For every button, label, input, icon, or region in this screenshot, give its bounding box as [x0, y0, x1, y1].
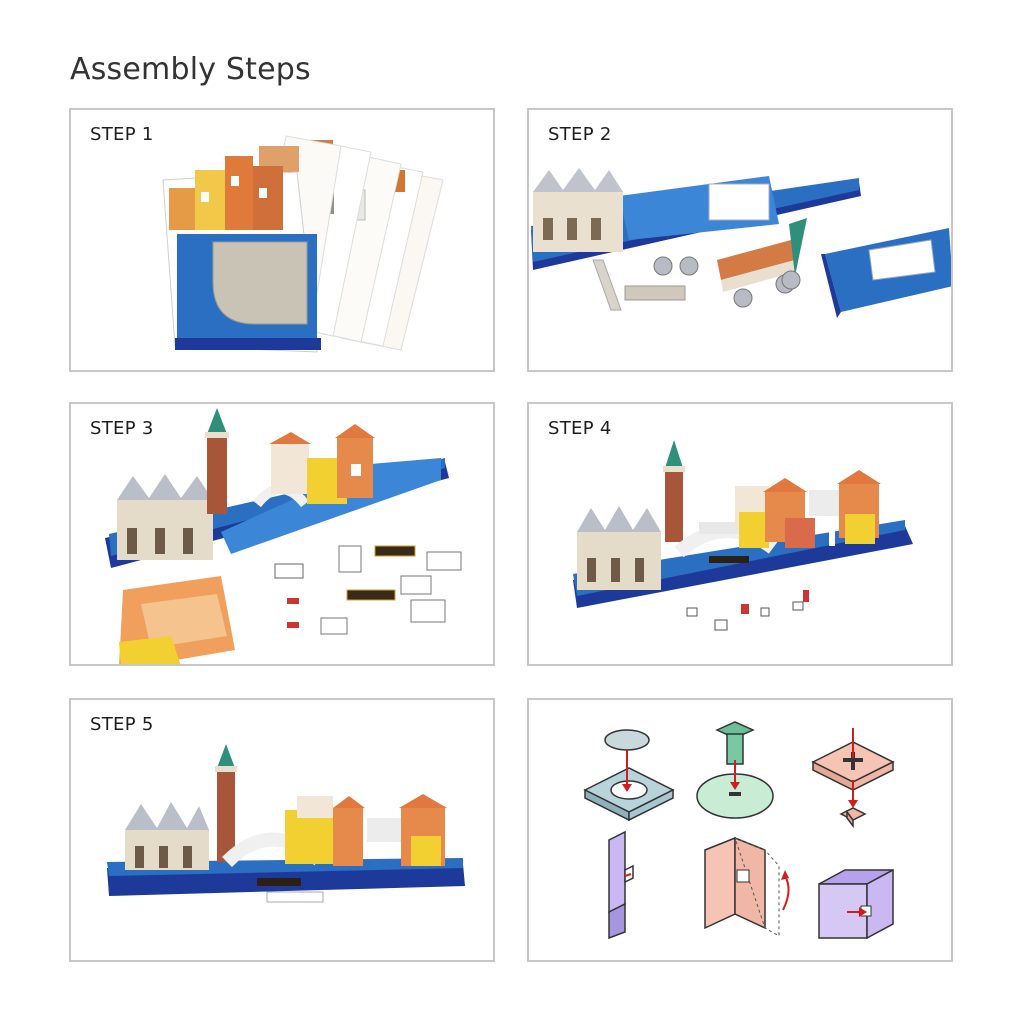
buildings [253, 424, 375, 508]
gondolas [709, 526, 835, 563]
step-1-label: STEP 1 [90, 124, 154, 145]
step-2-illustration [531, 168, 951, 318]
campanile-model [663, 440, 685, 542]
figure-pieces [686, 590, 809, 631]
campanile-model [215, 744, 237, 862]
step-1-panel: STEP 1 [69, 108, 495, 372]
technique-illustration [583, 721, 895, 940]
page-title: Assembly Steps [70, 52, 311, 87]
basilica-model [577, 506, 661, 590]
step-5-illustration [107, 744, 465, 903]
step-4-label: STEP 4 [548, 418, 612, 439]
step-4-illustration [573, 440, 913, 631]
step-5-panel: STEP 5 [69, 698, 495, 962]
step-5-label: STEP 5 [90, 714, 154, 735]
step-3-panel: STEP 3 [69, 402, 495, 666]
step-4-panel: STEP 4 [527, 402, 953, 666]
buildings [735, 470, 881, 548]
box-corner-diagram [818, 868, 894, 940]
basilica-model [117, 474, 213, 560]
technique-diagrams-panel [527, 698, 953, 962]
hook-slot-diagram [608, 830, 634, 940]
step-2-panel: STEP 2 [527, 108, 953, 372]
fold-hinge-diagram [704, 836, 790, 937]
basilica-model [533, 168, 623, 252]
campanile-model [205, 408, 229, 514]
t-tab-diagram [696, 721, 774, 819]
loose-parts [592, 218, 807, 311]
loose-parts [119, 545, 462, 664]
water-tile [821, 228, 951, 318]
step-3-illustration [105, 408, 462, 664]
front-sheet [162, 156, 321, 353]
step-3-label: STEP 3 [90, 418, 154, 439]
buildings [285, 794, 447, 866]
step-2-label: STEP 2 [548, 124, 612, 145]
round-tab-diagram [583, 729, 675, 822]
step-1-illustration [162, 135, 444, 353]
cross-slot-diagram [811, 728, 895, 829]
basilica-model [125, 802, 209, 870]
